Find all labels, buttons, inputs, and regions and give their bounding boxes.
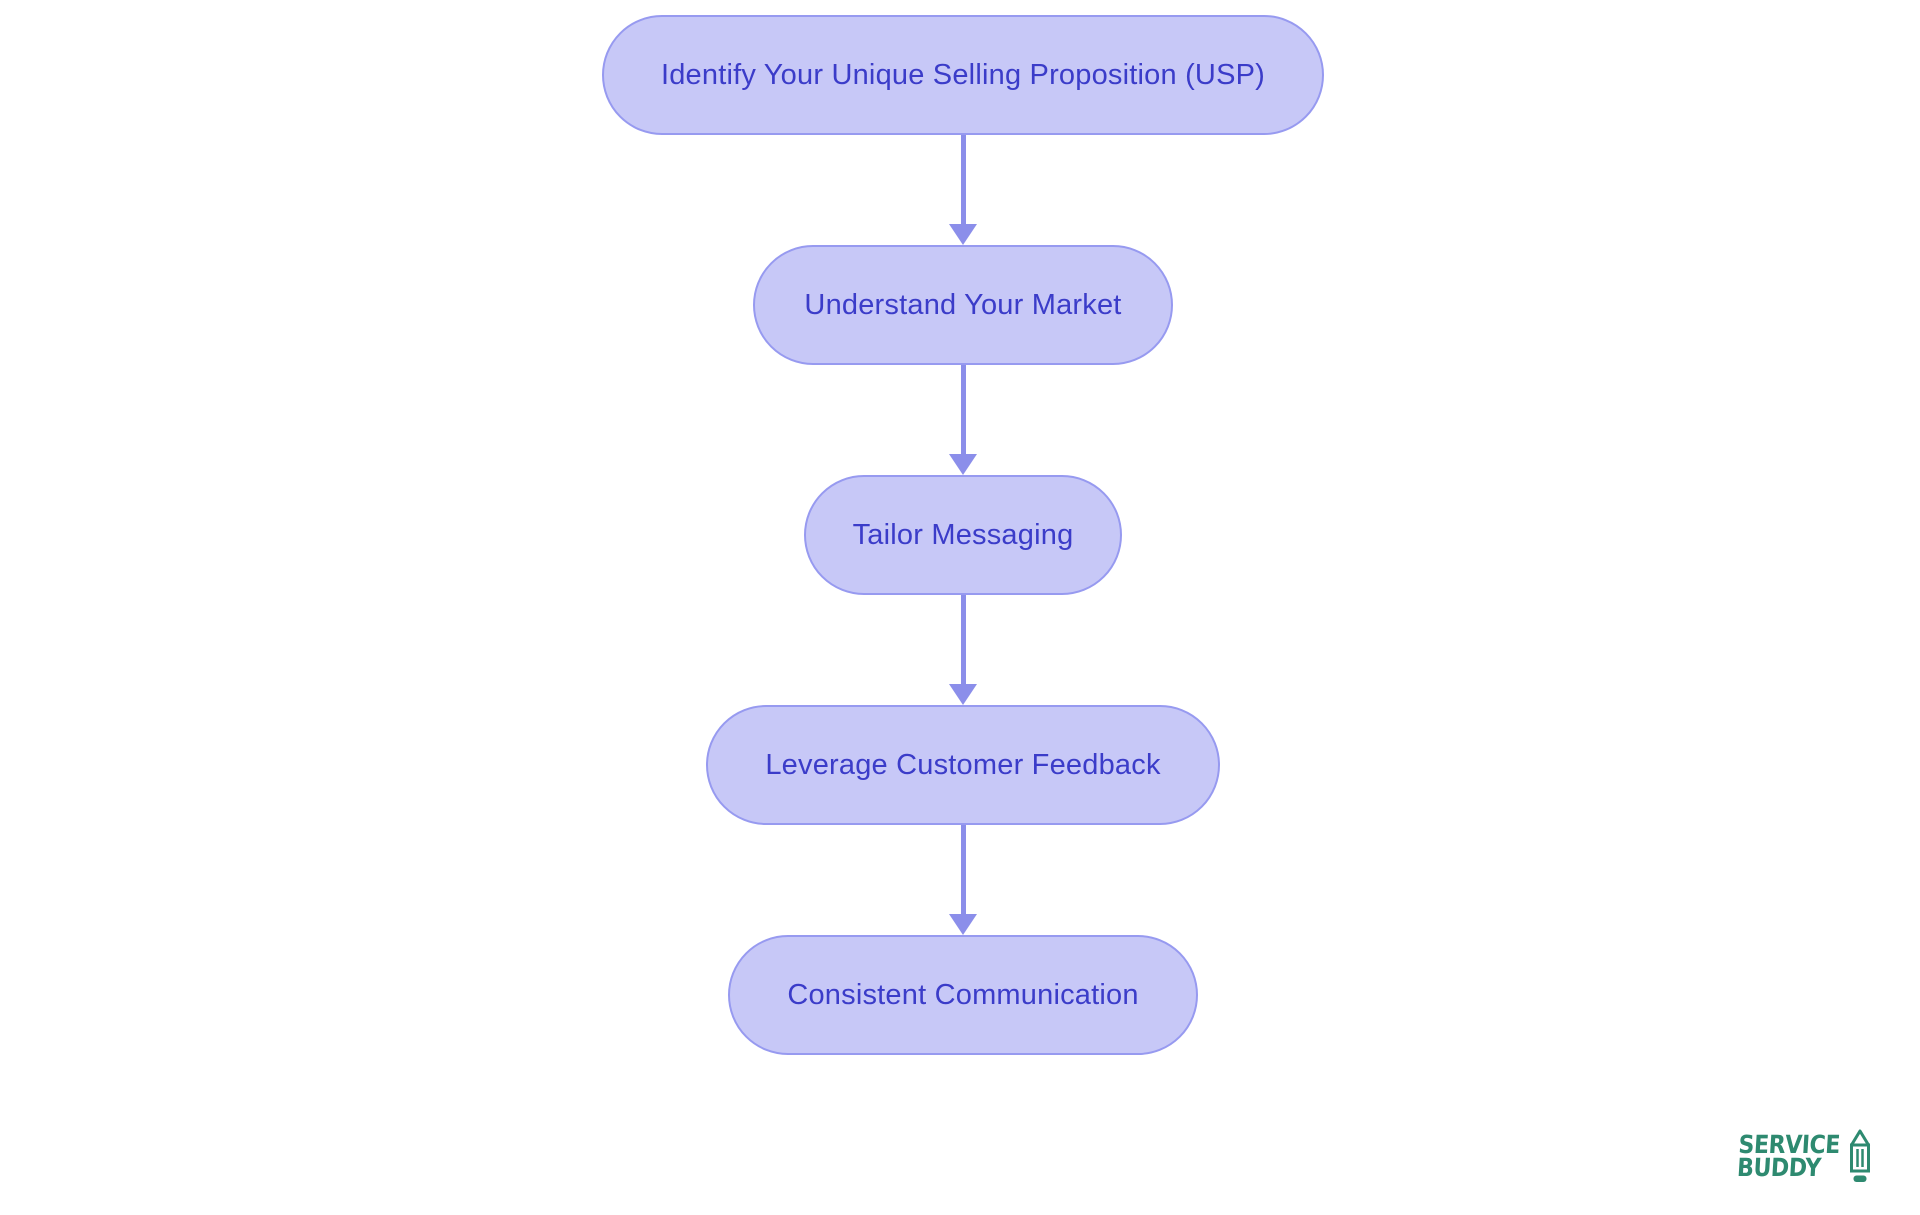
flow-arrow-1 [949,135,977,245]
flowchart: Identify Your Unique Selling Proposition… [3,15,1920,1055]
flow-arrow-4 [949,825,977,935]
arrow-line [960,365,966,454]
brand-line-2: BUDDY [1736,1152,1822,1182]
flow-node-usp-label: Identify Your Unique Selling Proposition… [660,58,1266,91]
arrow-head-icon [949,454,977,475]
arrow-line [960,595,966,684]
arrow-head-icon [949,684,977,705]
flow-node-messaging: Tailor Messaging [804,475,1122,595]
arrow-head-icon [949,914,977,935]
service-buddy-logo: SERVICE BUDDY [1729,1129,1872,1183]
flow-arrow-3 [949,595,977,705]
arrow-line [960,825,966,914]
flow-node-feedback: Leverage Customer Feedback [706,705,1220,825]
flow-node-messaging-label: Tailor Messaging [852,518,1074,551]
flow-node-market: Understand Your Market [753,245,1173,365]
arrow-head-icon [949,224,977,245]
flow-node-usp: Identify Your Unique Selling Proposition… [602,15,1324,135]
flow-node-feedback-label: Leverage Customer Feedback [765,748,1161,781]
arrow-line [960,135,966,224]
pencil-icon [1850,1129,1870,1182]
flow-arrow-2 [949,365,977,475]
flow-node-communication-label: Consistent Communication [787,978,1139,1011]
flow-node-communication: Consistent Communication [728,935,1198,1055]
service-buddy-wordmark: SERVICE BUDDY [1736,1130,1841,1182]
flow-node-market-label: Understand Your Market [804,288,1122,321]
